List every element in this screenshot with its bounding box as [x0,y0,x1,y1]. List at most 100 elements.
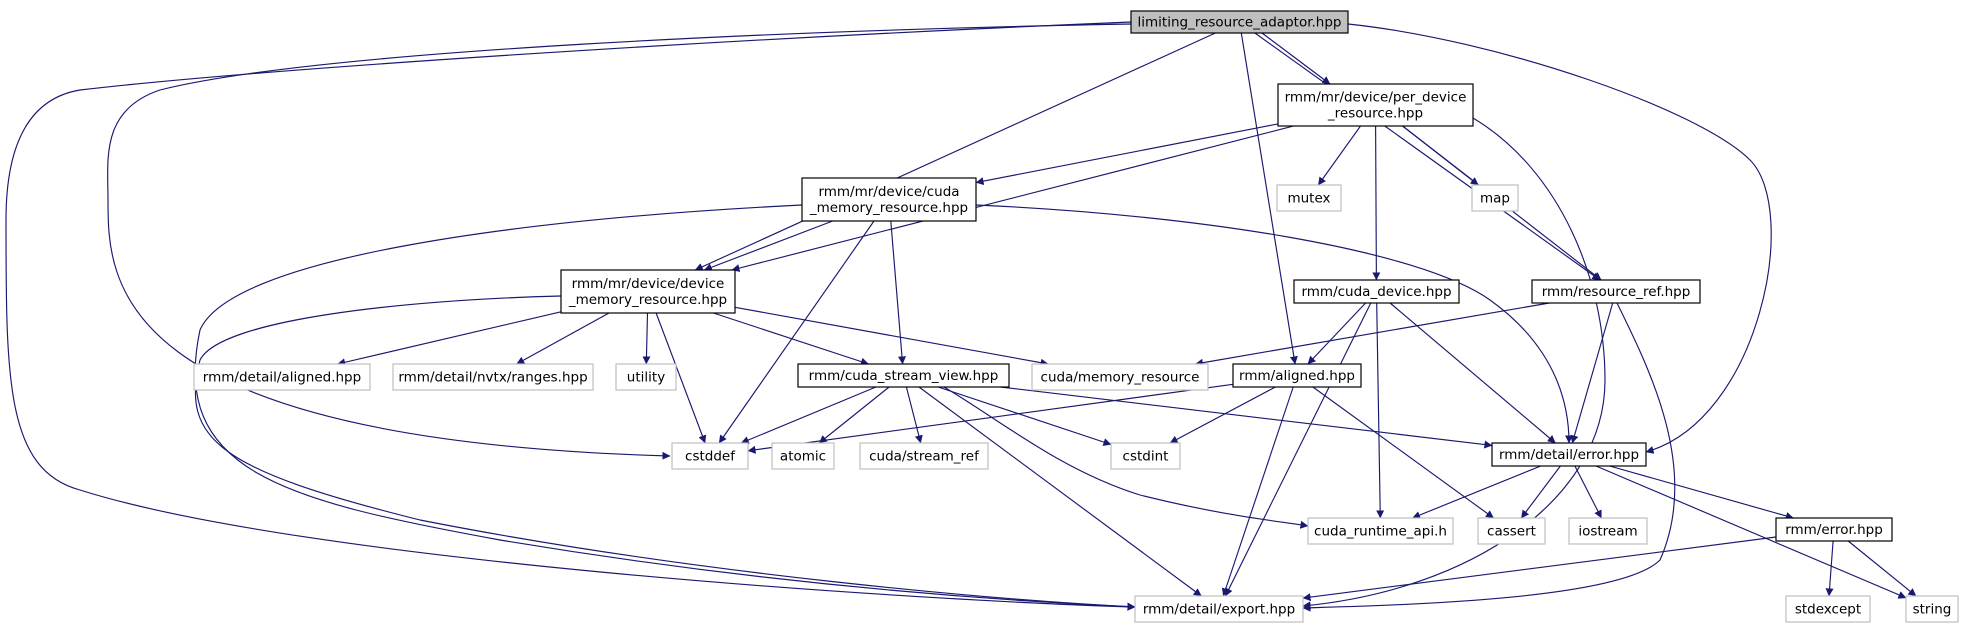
node-box [771,442,835,470]
node-cuda_device[interactable]: rmm/cuda_device.hpp [1293,279,1460,304]
node-box [1031,363,1209,391]
edge-aligned-to-cstddef [747,383,1234,454]
edge-detail_error-to-error [1609,465,1794,520]
edge-error-to-export [1302,536,1777,602]
node-aligned[interactable]: rmm/aligned.hpp [1232,363,1362,388]
edge-device_mr-to-cstddef [655,312,707,444]
edge-stream_view-to-cstddef [740,386,877,444]
node-label: _resource.hpp [1327,106,1423,122]
node-box [193,363,371,391]
node-label: cassert [1487,524,1536,540]
node-box [615,363,677,391]
edge-cuda_mr-to-export [194,204,1136,611]
node-label: rmm/detail/export.hpp [1143,602,1295,618]
edge-resource_ref-to-cuda_memory_resource [1195,302,1550,367]
node-label: rmm/cuda_device.hpp [1301,284,1451,300]
node-root[interactable]: limiting_resource_adaptor.hpp [1130,10,1349,34]
node-export: rmm/detail/export.hpp [1134,595,1304,623]
node-box [797,363,1010,388]
node-detail_error[interactable]: rmm/detail/error.hpp [1491,442,1647,467]
edge-cuda_device-to-aligned [1307,302,1367,365]
node-per_device[interactable]: rmm/mr/device/per_device_resource.hpp [1277,83,1474,127]
edge-error-to-string [1847,540,1917,597]
node-nvtx_ranges: rmm/detail/nvtx/ranges.hpp [392,363,594,391]
node-label: rmm/error.hpp [1785,522,1883,538]
node-box [1568,517,1648,545]
edge-cuda_mr-to-detail_error [975,204,1573,444]
node-box [1130,10,1349,34]
node-layer: limiting_resource_adaptor.hpp rmm/mr/devi… [193,10,1959,623]
edge-root-to-device_mr [694,32,1216,271]
edge-detail_error-to-cuda_runtime [1412,465,1541,519]
edge-detail_error-to-iostream [1574,465,1602,519]
node-label: rmm/mr/device/device [572,276,725,292]
node-label: rmm/cuda_stream_view.hpp [809,368,999,384]
edge-cuda_device-to-export [1224,302,1372,597]
node-stdexcept: stdexcept [1785,595,1871,623]
node-label: rmm/detail/nvtx/ranges.hpp [398,370,587,386]
node-resource_ref[interactable]: rmm/resource_ref.hpp [1531,279,1701,304]
node-box [801,177,977,222]
node-box [1531,279,1701,304]
edge-cuda_device-to-detail_error [1389,302,1556,444]
edge-device_mr-to-utility [642,312,651,365]
edge-per_device-to-cuda_device [1372,125,1381,281]
node-box [560,269,736,314]
node-label: rmm/aligned.hpp [1239,368,1355,384]
edge-root-to-aligned [1240,32,1298,365]
node-string: string [1905,595,1959,623]
node-box [1785,595,1871,623]
edge-per_device-to-export [1302,117,1606,610]
edge-stream_view-to-atomic [818,386,890,444]
node-detail_aligned: rmm/detail/aligned.hpp [193,363,371,391]
node-box [1293,279,1460,304]
node-label: map [1480,191,1510,207]
node-label: rmm/detail/error.hpp [1499,447,1639,463]
edge-root-to-detail_error [1347,23,1772,454]
node-stream_view[interactable]: rmm/cuda_stream_view.hpp [797,363,1010,388]
node-label: string [1913,602,1952,618]
node-box [1134,595,1304,623]
node-map: map [1471,184,1519,212]
node-label: iostream [1578,524,1637,540]
edge-aligned-to-cassert [1312,386,1494,519]
edge-device_mr-to-nvtx_ranges [516,312,610,365]
edge-device_mr-to-stream_view [713,312,869,366]
edge-root-to-per_device [1261,32,1331,85]
edge-device_mr-to-export [194,295,1136,611]
edge-resource_ref-to-detail_error [1570,302,1614,444]
node-label: _memory_resource.hpp [568,292,727,308]
edge-stream_view-to-cuda_runtime [943,386,1309,529]
edge-per_device-to-device_mr [731,125,1294,272]
edge-root-to-export [5,21,1136,611]
node-box [671,442,749,470]
node-box [1471,184,1519,212]
node-error[interactable]: rmm/error.hpp [1775,517,1893,542]
edge-root-to-resource_ref [1254,32,1601,281]
node-iostream: iostream [1568,517,1648,545]
node-cuda_mr[interactable]: rmm/mr/device/cuda_memory_resource.hpp [801,177,977,222]
edge-resource_ref-to-export [1302,302,1676,612]
edge-stream_view-to-export [918,386,1202,597]
node-label: cuda/stream_ref [869,449,980,465]
node-label: cuda_runtime_api.h [1314,524,1447,540]
edge-stream_view-to-detail_error [1000,386,1493,449]
edge-cuda_device-to-cuda_runtime [1376,302,1385,519]
edge-detail_error-to-cassert [1520,465,1561,519]
edge-device_mr-to-detail_aligned [337,311,562,367]
node-device_mr[interactable]: rmm/mr/device/device_memory_resource.hpp [560,269,736,314]
node-label: rmm/mr/device/cuda [818,184,959,200]
node-box [1775,517,1893,542]
edge-stream_view-to-stream_ref [905,386,923,444]
node-box [1232,363,1362,388]
node-atomic: atomic [771,442,835,470]
edge-aligned-to-export [1221,386,1294,597]
node-cuda_runtime: cuda_runtime_api.h [1307,517,1454,545]
node-box [1277,83,1474,127]
node-label: utility [627,370,665,386]
node-label: atomic [780,449,826,465]
node-label: rmm/resource_ref.hpp [1542,284,1691,300]
node-label: stdexcept [1795,602,1861,618]
node-cstddef: cstddef [671,442,749,470]
